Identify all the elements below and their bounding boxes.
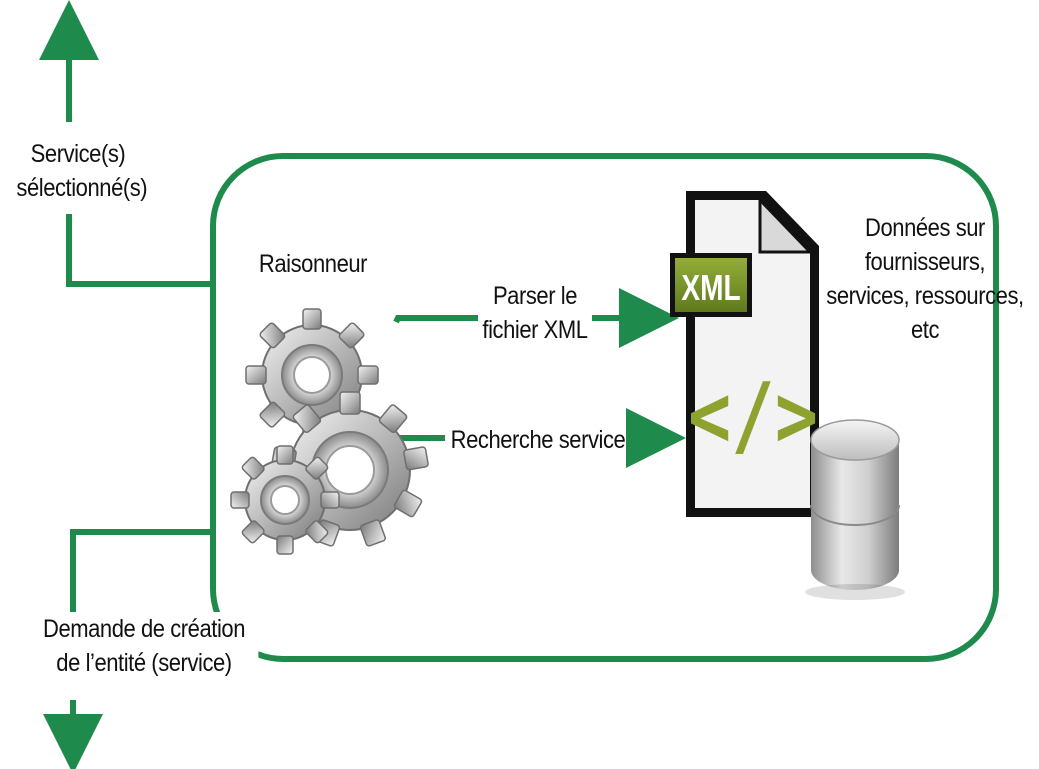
entity-creation-request-label: Demande de création de l’entité (service… — [29, 612, 259, 680]
database-icon — [805, 419, 905, 600]
xml-file-icon: XML </> — [670, 191, 819, 517]
input-connector-line — [70, 529, 213, 612]
parse-xml-line-2: fichier XML — [482, 316, 588, 344]
data-sources-line-1: Données sur — [865, 214, 985, 242]
code-glyph: </> — [688, 364, 818, 467]
search-service-label: Recherche service — [450, 426, 626, 454]
entity-creation-line-2: de l’entité (service) — [56, 649, 232, 677]
parse-arrow-segment-left — [393, 315, 478, 324]
data-sources-line-2: fournisseurs, — [864, 248, 986, 276]
reasoner-label: Raisonneur — [258, 250, 368, 278]
output-connector-line — [66, 214, 213, 287]
parse-xml-line-1: Parser le — [492, 282, 578, 310]
data-sources-line-3: services, ressources, — [826, 282, 1024, 310]
xml-badge-text: XML — [681, 268, 740, 308]
gears-icon — [230, 308, 429, 555]
data-sources-label: Données sur fournisseurs, services, ress… — [815, 211, 1035, 347]
parse-xml-label: Parser le fichier XML — [469, 279, 601, 347]
selected-services-label: Service(s) sélectionné(s) — [16, 137, 148, 205]
data-sources-line-4: etc — [910, 316, 940, 344]
selected-services-line-1: Service(s) — [30, 140, 126, 168]
system-boundary — [210, 153, 999, 662]
entity-creation-line-1: Demande de création — [42, 615, 245, 643]
selected-services-line-2: sélectionné(s) — [16, 174, 148, 202]
file-corner-fold — [758, 196, 814, 254]
